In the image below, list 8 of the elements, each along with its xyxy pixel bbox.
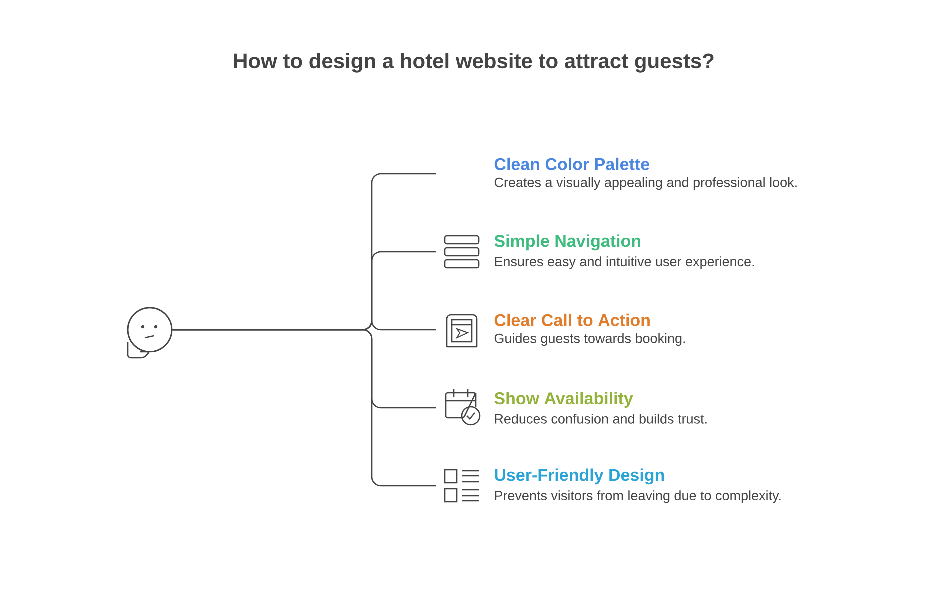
topic-item: User-Friendly Design Prevents visitors from leaving due to complexity. (495, 468, 781, 504)
topic-item: Show Availability Reduces confusion and builds trust. (494, 392, 707, 424)
title: How to design a hotel website to attract guests? (234, 53, 714, 73)
topic-item: Clean Color Palette Creates a visually appealing and professional look. (494, 158, 797, 190)
topic-item: Simple Navigation Ensures easy and intuitive user experience. (494, 234, 754, 270)
face-icon (127, 307, 173, 353)
topic-item: Clear Call to Action Guides guests towards booking. (494, 314, 686, 346)
connector-line (172, 329, 436, 487)
